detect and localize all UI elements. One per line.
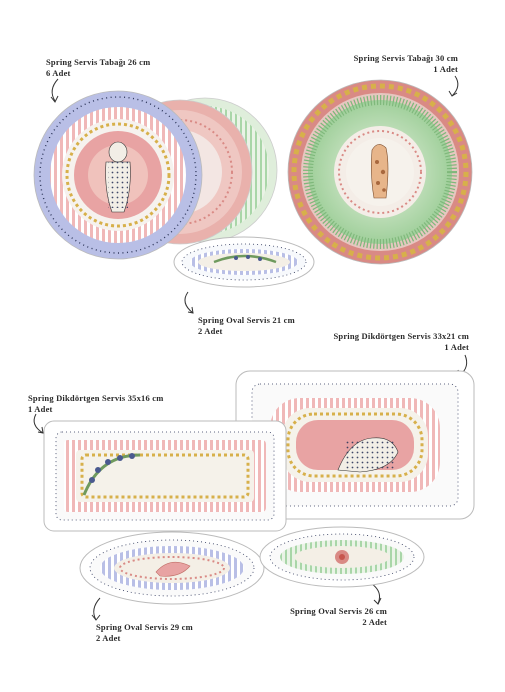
arrow-icon (91, 597, 101, 621)
label-oval-29-name: Spring Oval Servis 29 cm (96, 622, 193, 632)
oval-26 (259, 526, 425, 588)
label-plate-30: Spring Servis Tabağı 30 cm 1 Adet (354, 53, 458, 74)
label-rect-33-qty: 1 Adet (444, 341, 469, 352)
oval-29 (79, 531, 265, 605)
arrow-icon (371, 583, 382, 605)
label-oval-26-name: Spring Oval Servis 26 cm (290, 606, 387, 616)
plate-30 (287, 79, 473, 265)
label-plate-26-name: Spring Servis Tabağı 26 cm (46, 57, 151, 67)
label-oval-26: Spring Oval Servis 26 cm 2 Adet (290, 606, 387, 627)
arrow-icon (184, 291, 194, 314)
label-plate-30-name: Spring Servis Tabağı 30 cm (353, 53, 458, 63)
label-oval-21-name: Spring Oval Servis 21 cm (198, 315, 295, 325)
rect-35x16 (43, 420, 287, 532)
arrow-icon (448, 75, 459, 97)
label-oval-29-qty: 2 Adet (96, 632, 121, 643)
label-plate-30-qty: 1 Adet (433, 63, 458, 74)
label-oval-29: Spring Oval Servis 29 cm 2 Adet (96, 622, 193, 643)
label-oval-21: Spring Oval Servis 21 cm 2 Adet (198, 315, 295, 336)
label-plate-26: Spring Servis Tabağı 26 cm 6 Adet (46, 57, 150, 78)
plate-26-front (33, 90, 203, 260)
arrow-icon (33, 413, 44, 434)
arrow-icon (50, 78, 59, 103)
rect-33x21 (235, 370, 475, 520)
label-rect-35-qty: 1 Adet (28, 403, 53, 414)
label-rect-35: Spring Dikdörtgen Servis 35x16 cm 1 Adet (28, 393, 164, 414)
label-rect-35-name: Spring Dikdörtgen Servis 35x16 cm (28, 393, 164, 403)
label-rect-33: Spring Dikdörtgen Servis 33x21 cm 1 Adet (333, 331, 469, 352)
label-oval-26-qty: 2 Adet (362, 616, 387, 627)
label-rect-33-name: Spring Dikdörtgen Servis 33x21 cm (333, 331, 469, 341)
label-plate-26-qty: 6 Adet (46, 67, 71, 78)
oval-21 (173, 236, 315, 288)
label-oval-21-qty: 2 Adet (198, 325, 223, 336)
